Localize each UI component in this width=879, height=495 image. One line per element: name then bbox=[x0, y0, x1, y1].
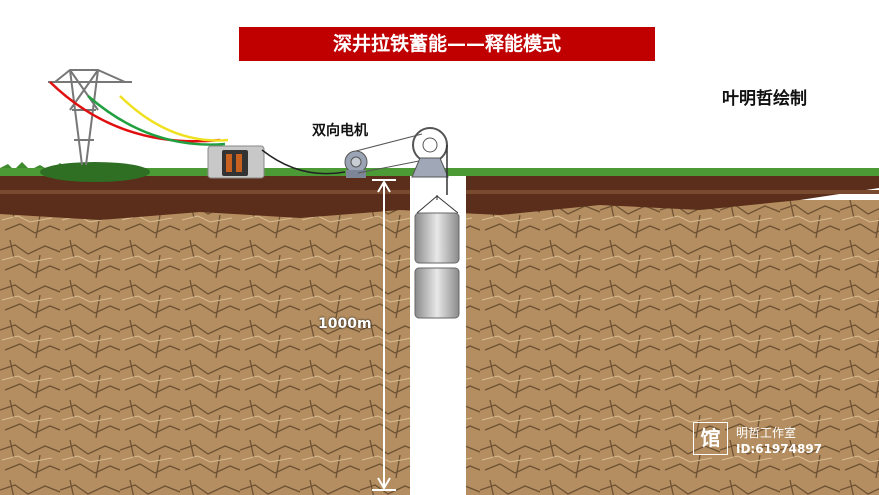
wire-yellow bbox=[119, 95, 229, 142]
wire-red bbox=[49, 81, 221, 143]
depth-arrow bbox=[372, 179, 396, 491]
transmission-tower bbox=[48, 69, 132, 166]
depth-label: 1000m bbox=[318, 316, 372, 332]
cable bbox=[261, 149, 346, 175]
weights bbox=[414, 212, 460, 319]
watermark-id: ID:61974897 bbox=[736, 442, 823, 456]
hill bbox=[40, 162, 150, 182]
motor-label: 双向电机 bbox=[312, 123, 368, 139]
wire-green bbox=[87, 95, 226, 146]
bidirectional-motor bbox=[344, 150, 368, 178]
pulley-assembly bbox=[355, 127, 459, 214]
author-label: 叶明哲绘制 bbox=[722, 89, 807, 109]
transformer bbox=[207, 145, 265, 179]
watermark-name: 明哲工作室 bbox=[736, 426, 797, 440]
watermark-logo: 馆 bbox=[693, 422, 728, 455]
page-title: 深井拉铁蓄能——释能模式 bbox=[239, 27, 655, 61]
